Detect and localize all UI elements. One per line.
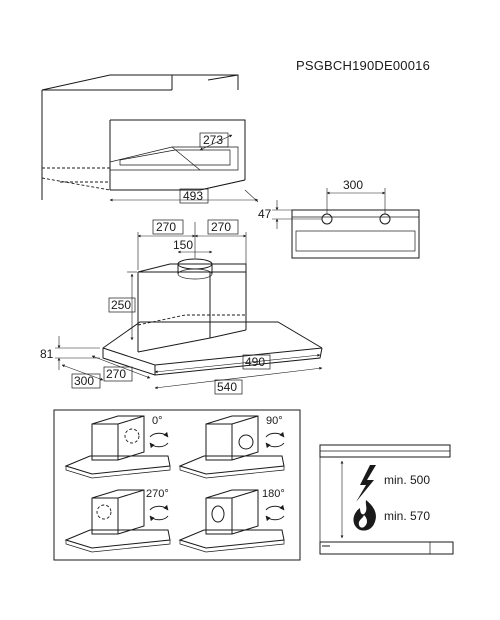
flame-icon bbox=[353, 500, 376, 531]
hood-left-offset-label: 270 bbox=[156, 220, 176, 234]
rotation-panel: 0° 90° 270° bbox=[53, 409, 301, 561]
hood-drawing: 270 270 150 250 81 300 270 490 540 bbox=[40, 219, 323, 395]
cabinet-width-label: 493 bbox=[183, 189, 203, 203]
cabinet-drawing: 273 493 bbox=[41, 74, 259, 204]
model-code: PSGBCH190DE00016 bbox=[296, 58, 430, 73]
clearance-diagram: min. 500 min. 570 bbox=[319, 444, 454, 555]
gas-clearance-label: min. 570 bbox=[384, 509, 430, 523]
hood-side-depth-label: 270 bbox=[106, 367, 126, 381]
hood-right-offset-label: 270 bbox=[211, 220, 231, 234]
lightning-icon bbox=[356, 465, 376, 502]
rotation-180-label: 180° bbox=[262, 488, 285, 500]
rotation-90: 90° bbox=[178, 415, 285, 479]
rotation-270-label: 270° bbox=[146, 488, 169, 500]
rotation-270: 270° bbox=[64, 488, 171, 553]
rotation-180: 180° bbox=[178, 488, 285, 553]
mounting-panel: 300 47 bbox=[258, 178, 420, 259]
hole-height-label: 47 bbox=[258, 207, 272, 221]
hole-spacing-label: 300 bbox=[343, 178, 363, 192]
hood-outlet-label: 150 bbox=[173, 238, 193, 252]
hood-total-width-label: 540 bbox=[217, 380, 237, 394]
hood-box-height-label: 250 bbox=[111, 298, 131, 312]
rotation-0-label: 0° bbox=[152, 415, 163, 427]
cabinet-depth-label: 273 bbox=[203, 133, 223, 147]
rotation-90-label: 90° bbox=[266, 415, 283, 427]
rotation-0: 0° bbox=[64, 415, 171, 479]
hood-inner-width-label: 490 bbox=[245, 355, 265, 369]
hood-front-depth-label: 300 bbox=[74, 374, 94, 388]
hood-base-height-label: 81 bbox=[40, 347, 54, 361]
electric-clearance-label: min. 500 bbox=[384, 473, 430, 487]
